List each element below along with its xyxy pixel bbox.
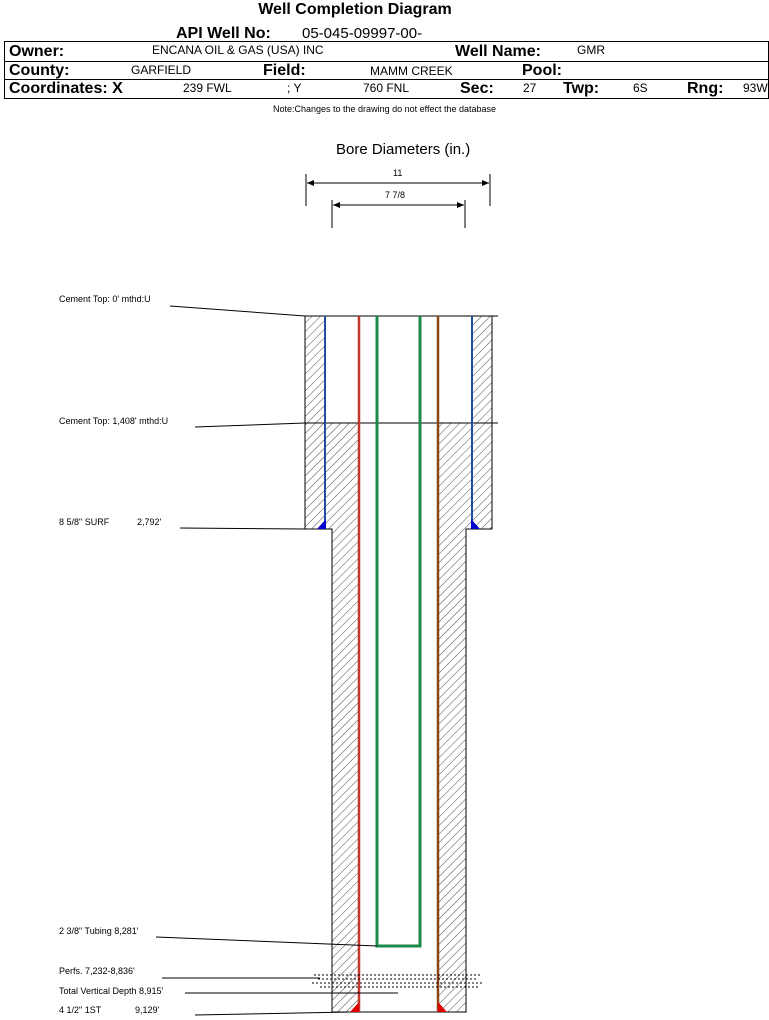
twp-label: Twp:: [563, 80, 600, 97]
coordinates-x-label: Coordinates: X: [9, 80, 123, 97]
surface-casing-shoe-right: [471, 519, 480, 529]
surface-casing-depth-label: 2,792': [137, 517, 162, 527]
header-row-coordinates: Coordinates: X 239 FWL ; Y 760 FNL Sec: …: [4, 79, 769, 99]
field-value: MAMM CREEK: [370, 64, 453, 78]
api-well-value: 05-045-09997-00-: [302, 25, 423, 42]
twp-value: 6S: [633, 81, 648, 95]
well-name-value: GMR: [577, 43, 605, 57]
production-casing-shoe-left: [350, 1002, 359, 1012]
total-depth-label: Total Vertical Depth 8,915': [59, 986, 164, 996]
perforations: [312, 974, 484, 988]
owner-label: Owner:: [9, 43, 65, 60]
coordinates-x-value: 239 FWL: [183, 81, 232, 95]
sec-value: 27: [523, 81, 537, 95]
coordinates-y-label: ; Y: [287, 81, 302, 95]
tubing-label: 2 3/8" Tubing 8,281': [59, 926, 139, 936]
bore-diameters-title: Bore Diameters (in.): [336, 141, 471, 158]
production-casing-depth-label: 9,129': [135, 1005, 160, 1015]
production-casing-shoe-right: [438, 1002, 447, 1012]
perforations-label: Perfs. 7,232-8,836': [59, 966, 135, 976]
pool-label: Pool:: [522, 62, 562, 79]
tubing-string: [375, 316, 422, 948]
inner-diameter-label: 7 7/8: [385, 190, 406, 200]
surface-casing-shoe-left: [317, 519, 326, 529]
cement-top-production-label: Cement Top: 1,408' mthd:U: [59, 416, 169, 426]
dimension-lines: [305, 174, 491, 228]
page-title: Well Completion Diagram: [258, 1, 452, 18]
api-well-label: API Well No:: [176, 25, 271, 42]
rng-value: 93W: [743, 81, 768, 95]
rng-label: Rng:: [687, 80, 724, 97]
cement-hatching: [305, 316, 492, 1012]
county-value: GARFIELD: [131, 63, 192, 77]
outer-diameter-label: 11: [393, 168, 403, 178]
county-label: County:: [9, 62, 70, 79]
annotation-leaders: [155, 305, 398, 1016]
owner-value: ENCANA OIL & GAS (USA) INC: [152, 43, 324, 57]
database-note: Note:Changes to the drawing do not effec…: [273, 104, 496, 114]
field-label: Field:: [263, 62, 306, 79]
cement-top-surface-label: Cement Top: 0' mthd:U: [59, 294, 151, 304]
coordinates-y-value: 760 FNL: [363, 81, 410, 95]
sec-label: Sec:: [460, 80, 494, 97]
production-casing-label: 4 1/2" 1ST: [59, 1005, 102, 1015]
well-name-label: Well Name:: [455, 43, 541, 60]
surface-casing-label: 8 5/8" SURF: [59, 517, 110, 527]
borehole-outline: [304, 316, 493, 1013]
